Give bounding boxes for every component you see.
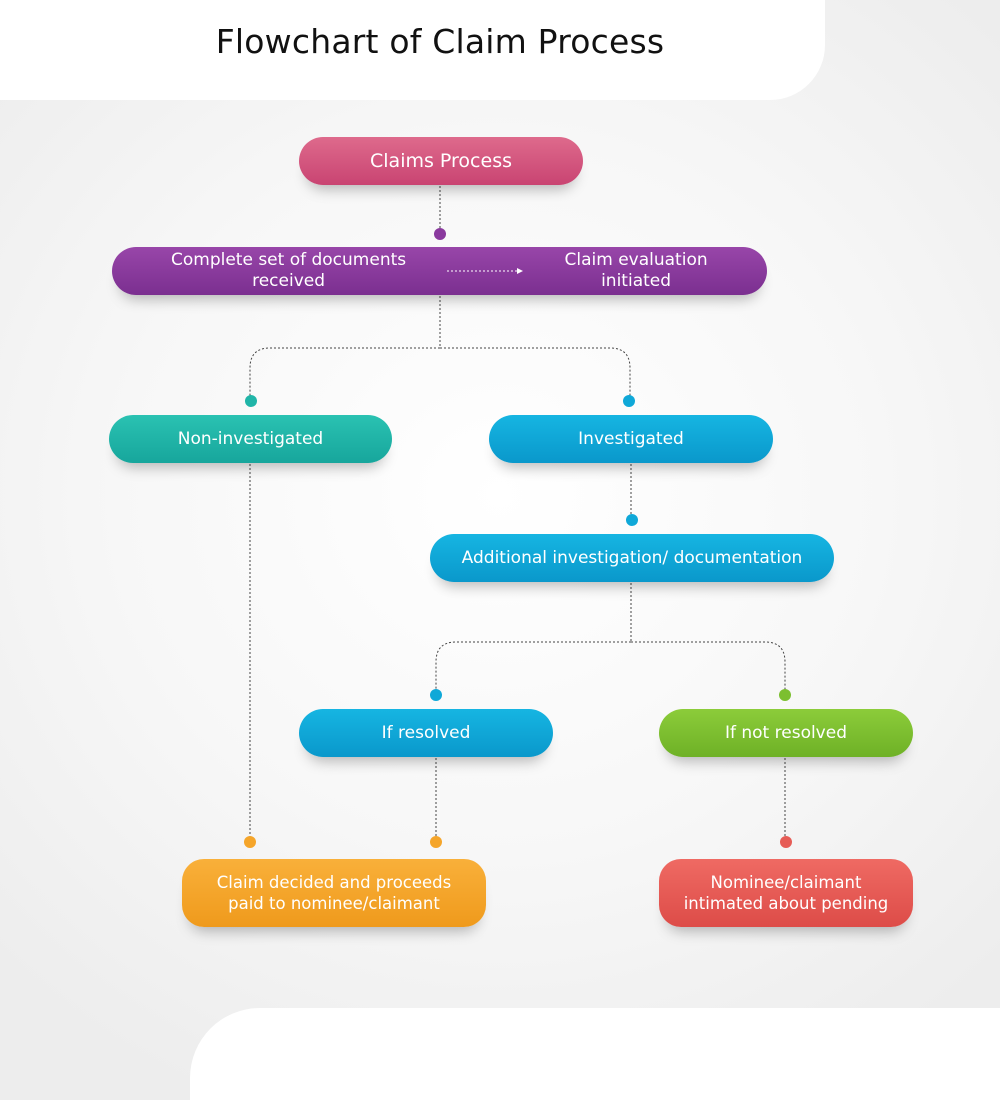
node-label-line: intimated about pending <box>683 894 889 913</box>
node-label: Investigated <box>578 428 684 449</box>
node-additional-investigation: Additional investigation/ documentation <box>430 534 834 582</box>
connector-dot <box>780 836 792 848</box>
node-label: If resolved <box>381 722 471 743</box>
connector-dot <box>623 395 635 407</box>
header-background <box>0 0 825 100</box>
footer-background <box>190 1008 1000 1100</box>
node-label: If not resolved <box>724 722 847 743</box>
node-claim-decided: Claim decided and proceeds paid to nomin… <box>182 859 486 927</box>
node-label-line: Claim decided and proceeds <box>216 873 452 892</box>
node-label: Non-investigated <box>177 428 324 449</box>
node-label: Claim evaluation initiated <box>564 250 708 291</box>
node-label-line: paid to nominee/claimant <box>228 894 440 913</box>
node-nominee-intimated: Nominee/claimant intimated about pending <box>659 859 913 927</box>
page-title: Flowchart of Claim Process <box>215 22 665 61</box>
arrow-right-icon <box>447 268 524 274</box>
connector-dot <box>244 836 256 848</box>
node-if-not-resolved: If not resolved <box>659 709 913 757</box>
connector-dot <box>430 689 442 701</box>
connector-additional-branch <box>435 583 786 694</box>
connector-docs-branch <box>249 296 631 401</box>
node-label: Additional investigation/ documentation <box>461 547 803 568</box>
node-label: Claims Process <box>370 149 512 172</box>
connector-dot <box>626 514 638 526</box>
node-documents-received: Complete set of documents received Claim… <box>112 247 767 295</box>
node-claims-process: Claims Process <box>299 137 583 185</box>
connector-dot <box>434 228 446 240</box>
connector-dot <box>430 836 442 848</box>
node-label: Complete set of documents received <box>170 250 407 291</box>
node-label-line: Nominee/claimant <box>710 873 862 892</box>
node-if-resolved: If resolved <box>299 709 553 757</box>
connector-dot <box>245 395 257 407</box>
connector-dot <box>779 689 791 701</box>
node-non-investigated: Non-investigated <box>109 415 392 463</box>
node-investigated: Investigated <box>489 415 773 463</box>
